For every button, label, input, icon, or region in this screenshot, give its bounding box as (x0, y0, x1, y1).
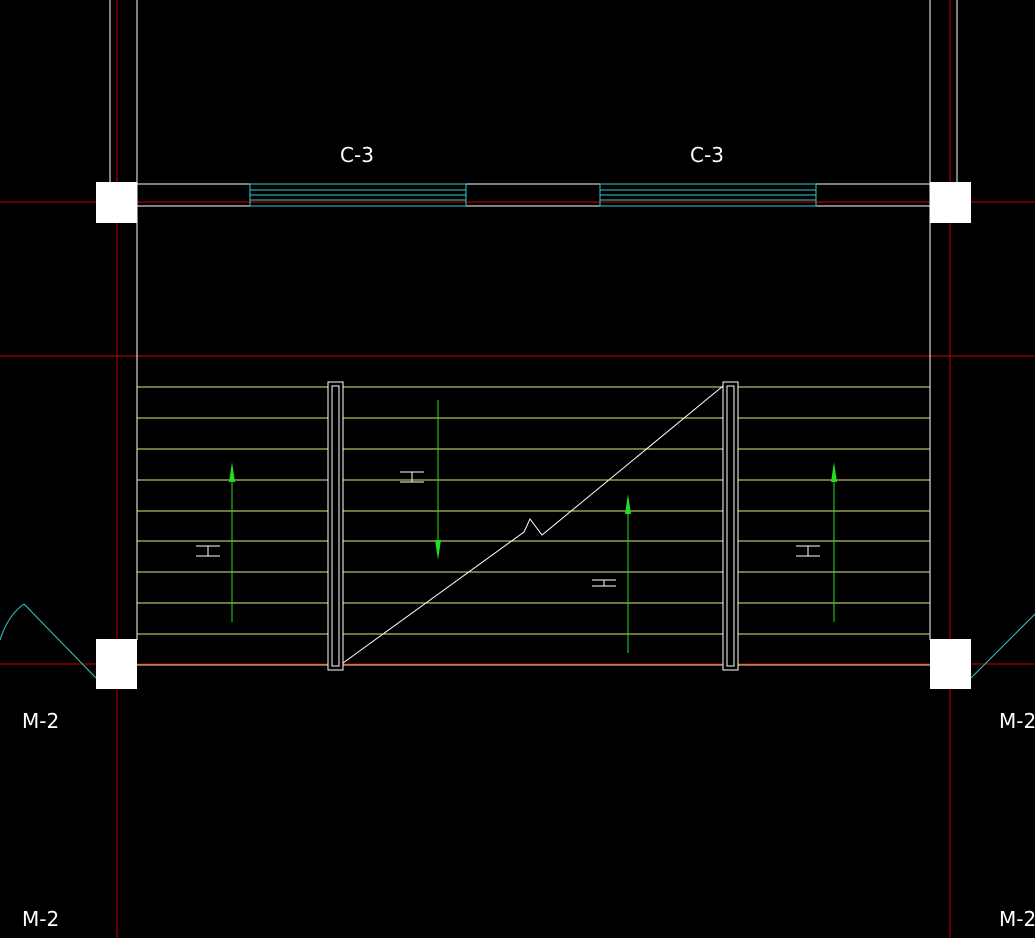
columns (96, 182, 971, 689)
railing-left (327, 381, 344, 671)
window-label-right: C-3 (690, 143, 724, 167)
door-label-right-2: M-2 (999, 907, 1035, 931)
stair-railings (327, 381, 739, 671)
column-top-right (930, 182, 971, 223)
arrow-down-icon (400, 400, 441, 560)
arrow-up-icon (796, 462, 837, 622)
door-label-left-1: M-2 (22, 709, 59, 733)
column-top-left (96, 182, 137, 223)
direction-arrows (196, 400, 837, 653)
arrow-up-icon (592, 494, 631, 653)
arrow-up-icon (196, 462, 235, 622)
window-label-left: C-3 (340, 143, 374, 167)
walls (109, 0, 958, 640)
stair-break-line (342, 385, 724, 664)
window-left (249, 183, 467, 207)
door-swing-left (0, 603, 97, 679)
door-label-right-1: M-2 (999, 709, 1035, 733)
door-swing-right (970, 613, 1035, 679)
column-bottom-left (96, 639, 137, 689)
labels: C-3 C-3 M-2 M-2 M-2 M-2 (22, 143, 1035, 931)
door-label-left-2: M-2 (22, 907, 59, 931)
window-right (599, 183, 817, 207)
column-bottom-right (930, 639, 971, 689)
railing-right (722, 381, 739, 671)
stair-treads (137, 386, 930, 666)
